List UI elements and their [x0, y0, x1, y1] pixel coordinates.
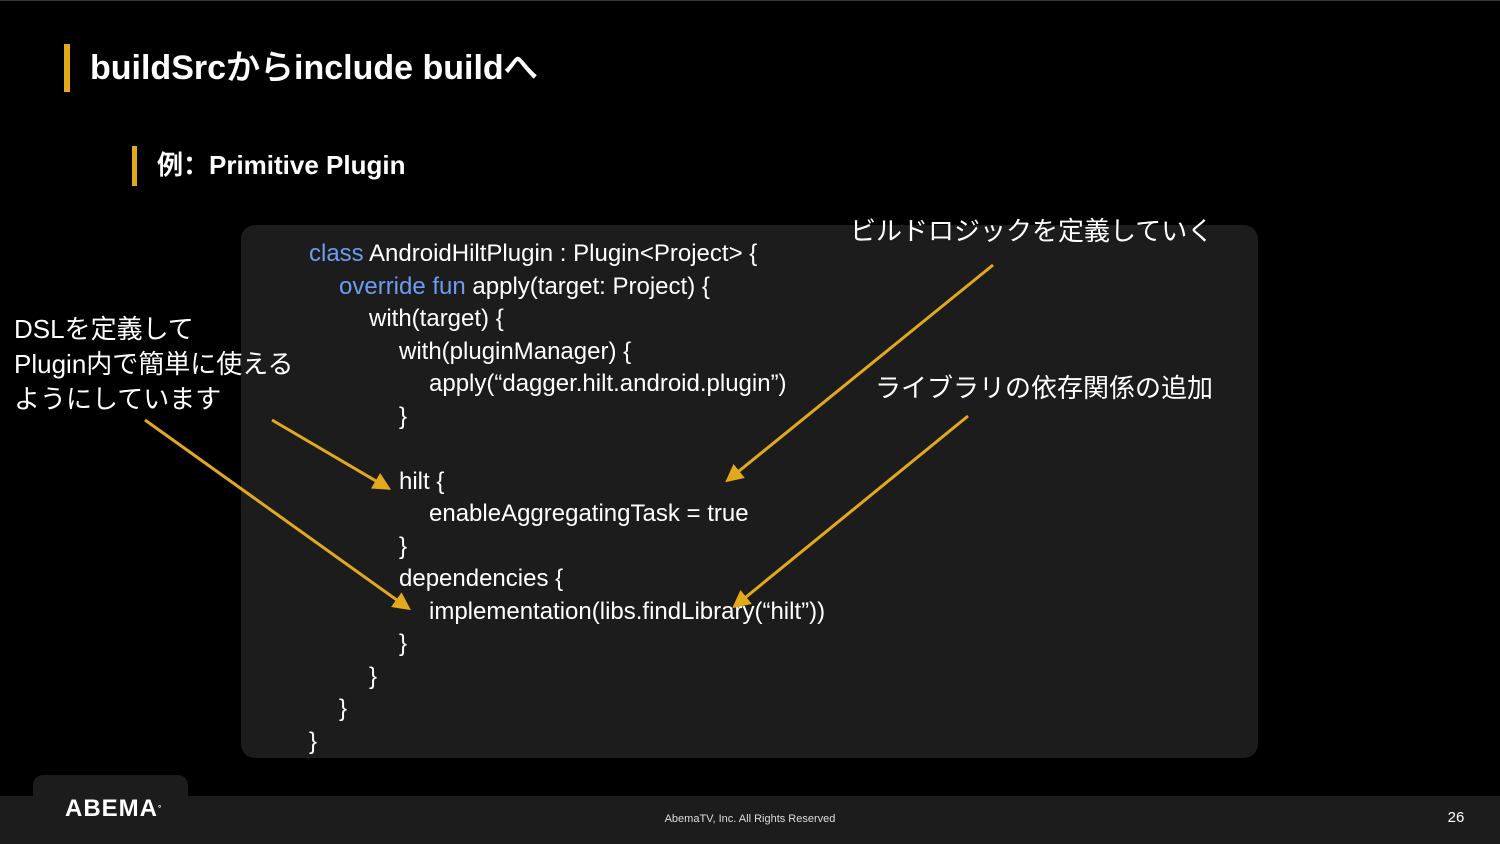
arrow-to-library [732, 414, 969, 609]
code-keyword: class [309, 240, 364, 267]
annotation-dsl: DSLを定義して Plugin内で簡単に使える ようにしています [14, 312, 294, 417]
footer-bar [0, 796, 1500, 844]
annotation-build-logic: ビルドロジックを定義していく [850, 216, 1214, 246]
slide-title: buildSrcからinclude buildへ [90, 49, 538, 87]
code-line: implementation(libs.findLibrary(“hilt”)) [429, 597, 826, 625]
code-panel [241, 225, 1258, 758]
arrow-to-dependencies [144, 418, 411, 611]
arrow-to-build-logic [725, 263, 994, 483]
code-line: apply(“dagger.hilt.android.plugin”) [429, 370, 787, 397]
code-keyword: override fun [339, 272, 466, 300]
code-line: with(pluginManager) { [399, 337, 632, 365]
code-line: } [339, 695, 348, 722]
logo-text: ABEMA [65, 795, 158, 822]
abema-logo: ABEMA° [65, 795, 162, 823]
code-line: override fun apply(target: Project) { [309, 271, 825, 304]
top-rule [0, 0, 1500, 1]
code-line: hilt { [399, 467, 445, 495]
code-line: dependencies { [399, 565, 564, 592]
code-line: } [309, 727, 318, 755]
code-text: AndroidHiltPlugin : Plugin<Project> { [363, 240, 758, 267]
code-text: apply(target: Project) { [465, 272, 710, 300]
annotation-line: ようにしています [14, 384, 222, 414]
slide-subtitle: 例：Primitive Plugin [157, 150, 406, 180]
title-accent-bar [64, 44, 70, 92]
logo-tab [33, 775, 188, 835]
code-line: enableAggregatingTask = true [429, 500, 749, 527]
copyright-text: AbemaTV, Inc. All Rights Reserved [664, 813, 836, 825]
annotation-line: DSLを定義して [14, 314, 194, 344]
code-line: with(target) { [369, 305, 504, 332]
arrow-to-hilt [271, 418, 392, 490]
code-block: class AndroidHiltPlugin : Plugin<Project… [309, 238, 825, 758]
code-line: class AndroidHiltPlugin : Plugin<Project… [309, 238, 825, 271]
logo-mark: ° [158, 804, 163, 813]
code-line: } [399, 402, 408, 430]
code-line: } [399, 630, 408, 657]
subtitle-accent-bar [132, 146, 137, 186]
code-line: } [369, 662, 378, 690]
annotation-dependencies: ライブラリの依存関係の追加 [875, 373, 1214, 403]
annotation-line: Plugin内で簡単に使える [14, 349, 294, 379]
page-number: 26 [1447, 809, 1465, 826]
code-line: } [399, 532, 408, 560]
